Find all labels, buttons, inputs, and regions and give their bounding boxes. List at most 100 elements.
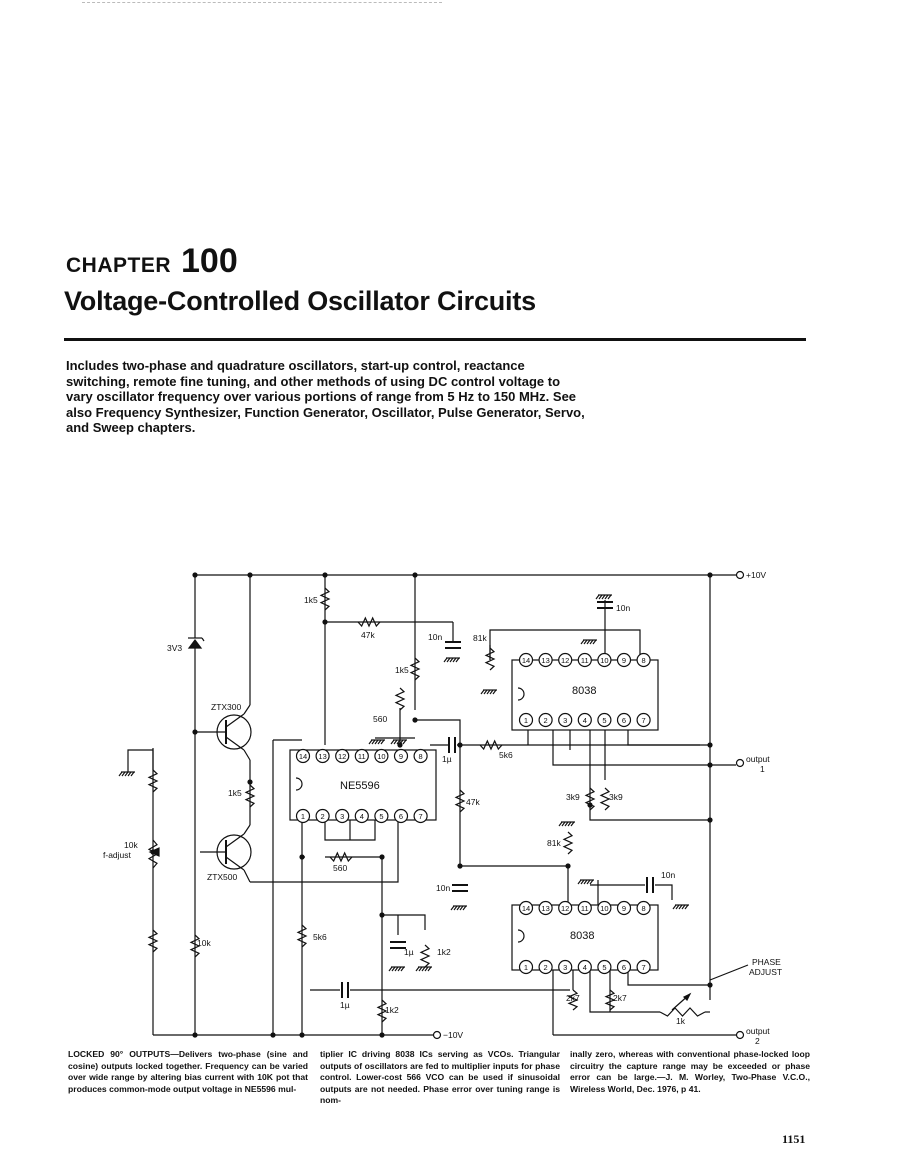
ic-ne5596-pin-1: 1 — [295, 808, 311, 824]
svg-text:10: 10 — [600, 656, 608, 665]
resistor-1k5-top — [319, 587, 331, 611]
ic-8038-bottom-pin-4: 4 — [577, 959, 592, 975]
svg-text:10: 10 — [377, 752, 385, 761]
ic-8038-bottom-pin-8: 8 — [636, 900, 651, 916]
junction-dot-12 — [412, 717, 418, 723]
ic-8038-top-pin-6: 6 — [616, 712, 632, 728]
resistor-1k2-b — [419, 944, 431, 968]
q2-label: ZTX500 — [207, 872, 238, 882]
junction-dot-18 — [707, 982, 713, 988]
resistor-81k-top — [484, 647, 496, 671]
ic-ne5596-pin-5: 5 — [374, 808, 389, 824]
junction-dot-20 — [379, 912, 385, 918]
wire-48 — [589, 970, 660, 1013]
pot-adjust-arrowhead — [682, 992, 692, 1002]
ground-10n-bottom — [450, 905, 467, 911]
junction-dot-21 — [299, 854, 305, 860]
ground-8038-top — [580, 639, 597, 645]
title-rule — [64, 338, 806, 341]
ic-8038-bottom-pin-10: 10 — [597, 900, 612, 916]
r-1k5-q-label: 1k5 — [228, 788, 242, 798]
output2-label: output — [746, 1026, 770, 1036]
c-1u-b-label: 1µ — [340, 1000, 350, 1010]
r-560-b-label: 560 — [333, 863, 347, 873]
ic-8038-top-pin-9: 9 — [616, 652, 632, 668]
ic-ne5596-pin-3: 3 — [335, 808, 350, 824]
ic-ne5596-pin-8: 8 — [413, 748, 428, 764]
caption-col-3: inally zero, whereas with conventional p… — [570, 1049, 810, 1094]
ic-ne5596-pin-13: 13 — [315, 748, 330, 764]
transistor-q1 — [195, 704, 252, 761]
svg-text:4: 4 — [360, 812, 364, 821]
r-10k-label: 10k — [197, 938, 211, 948]
r-3k9-a-label: 3k9 — [566, 792, 580, 802]
ic-8038-bottom-label: 8038 — [570, 930, 594, 942]
resistor-pot-1k — [659, 1007, 706, 1017]
svg-text:3: 3 — [563, 716, 567, 725]
ic-8038-top-pin-12: 12 — [558, 652, 573, 668]
caption-col-1: LOCKED 90° OUTPUTS—Delivers two-phase (s… — [68, 1049, 308, 1094]
ic-ne5596-pin-14: 14 — [295, 748, 311, 764]
ic-8038-top-pin-2: 2 — [538, 712, 553, 728]
ic-8038-top-pin-5: 5 — [597, 712, 612, 728]
resistor-3k9-b — [599, 787, 611, 811]
wire-15 — [415, 719, 461, 866]
terminal-pos — [735, 570, 745, 580]
resistor-2k7-b — [604, 989, 616, 1011]
ic-8038-bottom-body — [511, 904, 659, 971]
terminal-output1 — [735, 758, 745, 768]
output2-num: 2 — [755, 1036, 760, 1045]
r-47k-top-label: 47k — [361, 630, 375, 640]
svg-text:13: 13 — [318, 752, 326, 761]
phase-adjust-label-1: PHASE — [752, 957, 781, 967]
ic-ne5596-pin-10: 10 — [374, 748, 389, 764]
r-2k7-a-label: 2k7 — [566, 993, 580, 1003]
ic-8038-bottom-pin-9: 9 — [616, 900, 632, 916]
resistor-81k-bottom — [562, 831, 574, 855]
r-81k-top-label: 81k — [473, 633, 487, 643]
wire-50 — [627, 970, 710, 986]
junction-dot-10 — [379, 1032, 385, 1038]
svg-text:3: 3 — [340, 812, 344, 821]
junction-dot-7 — [247, 779, 253, 785]
chapter-label: CHAPTER — [66, 254, 172, 277]
svg-text:14: 14 — [522, 904, 530, 913]
r-1k2-b-label: 1k2 — [437, 947, 451, 957]
ground-1k2-b — [415, 966, 432, 972]
ic-8038-bottom-pin-5: 5 — [597, 959, 612, 975]
schematic-junctions — [150, 572, 713, 1038]
junction-dot-8 — [270, 1032, 276, 1038]
r-5k6-b-label: 5k6 — [313, 932, 327, 942]
svg-text:4: 4 — [583, 716, 587, 725]
terminal-neg — [432, 1030, 442, 1040]
ic-8038-top-notch — [517, 687, 525, 701]
junction-dot-0 — [192, 572, 198, 578]
capacitor-1u-c — [390, 941, 406, 949]
svg-text:2: 2 — [321, 812, 325, 821]
svg-text:13: 13 — [541, 656, 549, 665]
r-1k2-a-label: 1k2 — [385, 1005, 399, 1015]
ic-8038-bottom-pin-2: 2 — [538, 959, 553, 975]
ic-8038-bottom-pin-11: 11 — [577, 900, 592, 916]
ic-ne5596-label: NE5596 — [340, 780, 380, 792]
r-3k9-b-label: 3k9 — [609, 792, 623, 802]
svg-text:5: 5 — [602, 963, 606, 972]
ic-ne5596-pin-4: 4 — [354, 808, 369, 824]
c-1u-a-label: 1µ — [442, 754, 452, 764]
zener-label: 3V3 — [167, 643, 182, 653]
ic-8038-bottom-pin-13: 13 — [538, 900, 553, 916]
r-560-a-label: 560 — [373, 714, 387, 724]
r-2k7-b-label: 2k7 — [613, 993, 627, 1003]
c-10n-bottom-label: 10n — [436, 883, 450, 893]
pot-1k-label: 1k — [676, 1016, 686, 1026]
f-adjust-label-2: f-adjust — [103, 850, 132, 860]
ground-10n-top — [595, 594, 612, 600]
transistor-q2 — [200, 824, 252, 883]
junction-dot-22 — [379, 854, 385, 860]
junction-dot-2 — [322, 572, 328, 578]
ic-ne5596-pin-7: 7 — [413, 808, 428, 824]
svg-text:9: 9 — [622, 904, 626, 913]
svg-text:8: 8 — [642, 904, 646, 913]
wire-29 — [589, 730, 710, 821]
svg-text:1: 1 — [524, 963, 528, 972]
